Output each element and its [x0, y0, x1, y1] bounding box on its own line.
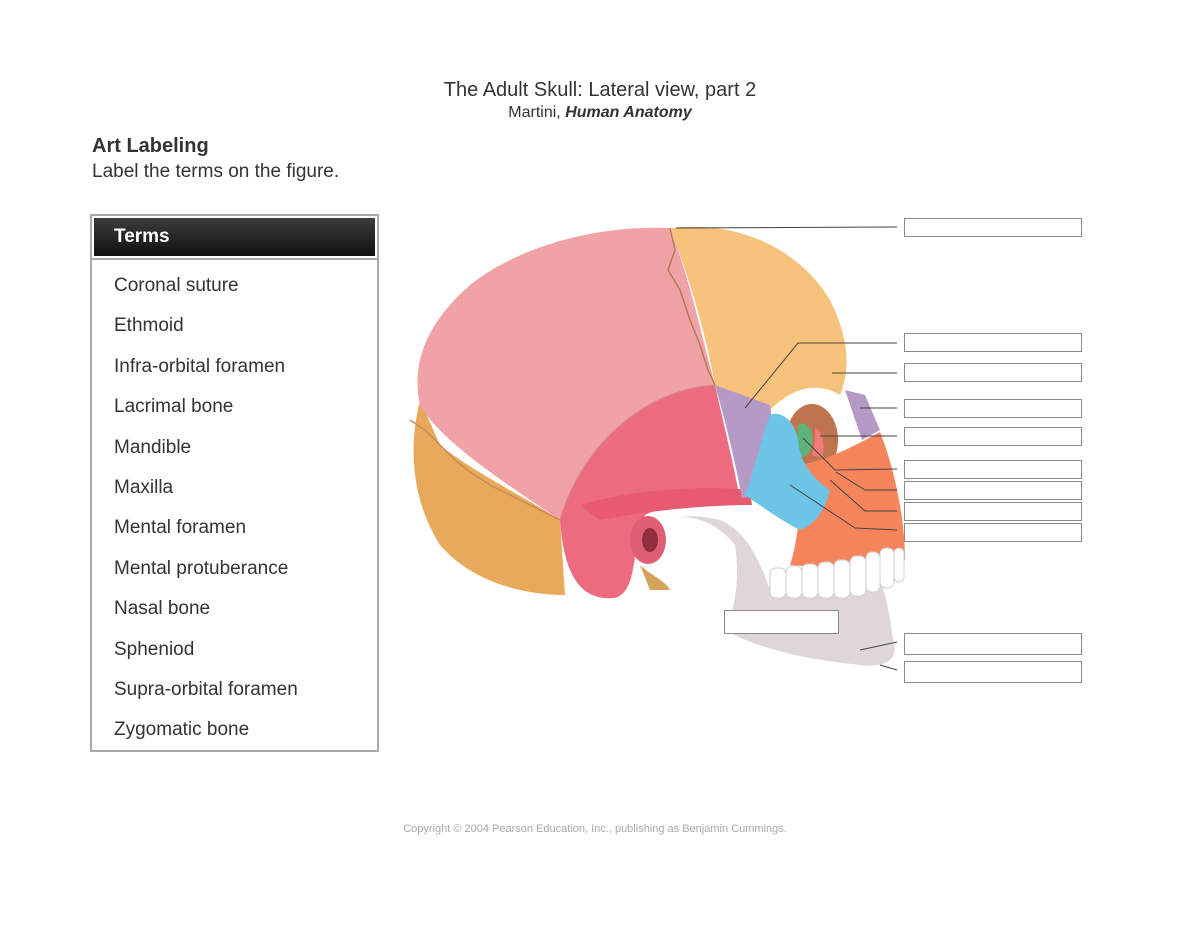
- term-mandible[interactable]: Mandible: [114, 436, 192, 458]
- term-maxilla[interactable]: Maxilla: [114, 476, 174, 498]
- term-nasal-bone[interactable]: Nasal bone: [114, 598, 211, 620]
- ethmoid-bone: [796, 423, 813, 457]
- label-box-4[interactable]: [904, 399, 1082, 418]
- teeth: [769, 547, 905, 599]
- label-box-7[interactable]: [904, 481, 1082, 500]
- term-supra-orbital-foramen[interactable]: Supra-orbital foramen: [114, 678, 298, 700]
- nasal-bone-shape: [845, 390, 880, 440]
- frontal-bone: [670, 226, 847, 410]
- maxilla-bone: [790, 432, 905, 567]
- parietal-bone: [417, 227, 715, 520]
- term-ethmoid[interactable]: Ethmoid: [114, 315, 184, 337]
- activity-heading: Art Labeling: [92, 135, 209, 157]
- lambdoid-suture-line: [409, 419, 561, 521]
- terms-header: Terms: [94, 218, 375, 256]
- terms-list: Coronal suture Ethmoid Infra-orbital for…: [92, 258, 377, 751]
- term-infra-orbital-foramen[interactable]: Infra-orbital foramen: [114, 355, 286, 377]
- label-box-1[interactable]: [904, 218, 1082, 237]
- label-box-9[interactable]: [904, 523, 1082, 542]
- label-box-2[interactable]: [904, 333, 1082, 352]
- label-box-8[interactable]: [904, 502, 1082, 521]
- label-box-5[interactable]: [904, 427, 1082, 446]
- label-box-3[interactable]: [904, 363, 1082, 382]
- term-lacrimal-bone[interactable]: Lacrimal bone: [114, 396, 234, 418]
- term-spheniod[interactable]: Spheniod: [114, 638, 195, 660]
- zygomatic-bone: [745, 413, 830, 530]
- terms-panel: Terms Coronal suture Ethmoid Infra-orbit…: [90, 214, 379, 752]
- term-zygomatic-bone[interactable]: Zygomatic bone: [114, 719, 250, 741]
- term-mental-foramen[interactable]: Mental foramen: [114, 517, 247, 539]
- squamous-suture-line: [559, 384, 716, 521]
- label-box-10[interactable]: [724, 610, 839, 634]
- zygomatic-arch: [580, 488, 752, 520]
- coronal-suture-line: [667, 227, 716, 386]
- ear-canal: [642, 528, 658, 552]
- page-title: The Adult Skull: Lateral view, part 2: [443, 79, 757, 101]
- term-mental-protuberance[interactable]: Mental protuberance: [114, 557, 289, 579]
- label-box-12[interactable]: [904, 661, 1082, 683]
- label-box-6[interactable]: [904, 460, 1082, 479]
- mastoid-process: [640, 565, 670, 590]
- book-title: Human Anatomy: [565, 104, 692, 121]
- label-box-11[interactable]: [904, 633, 1082, 655]
- activity-instruction: Label the terms on the figure.: [92, 161, 340, 182]
- page-subtitle: Martini, Human Anatomy: [0, 104, 1200, 122]
- leader-lines: [675, 226, 898, 671]
- author-name: Martini,: [508, 104, 561, 121]
- term-coronal-suture[interactable]: Coronal suture: [114, 275, 239, 296]
- occipital-bone: [413, 400, 565, 595]
- copyright-notice: Copyright © 2004 Pearson Education, Inc.…: [403, 823, 787, 835]
